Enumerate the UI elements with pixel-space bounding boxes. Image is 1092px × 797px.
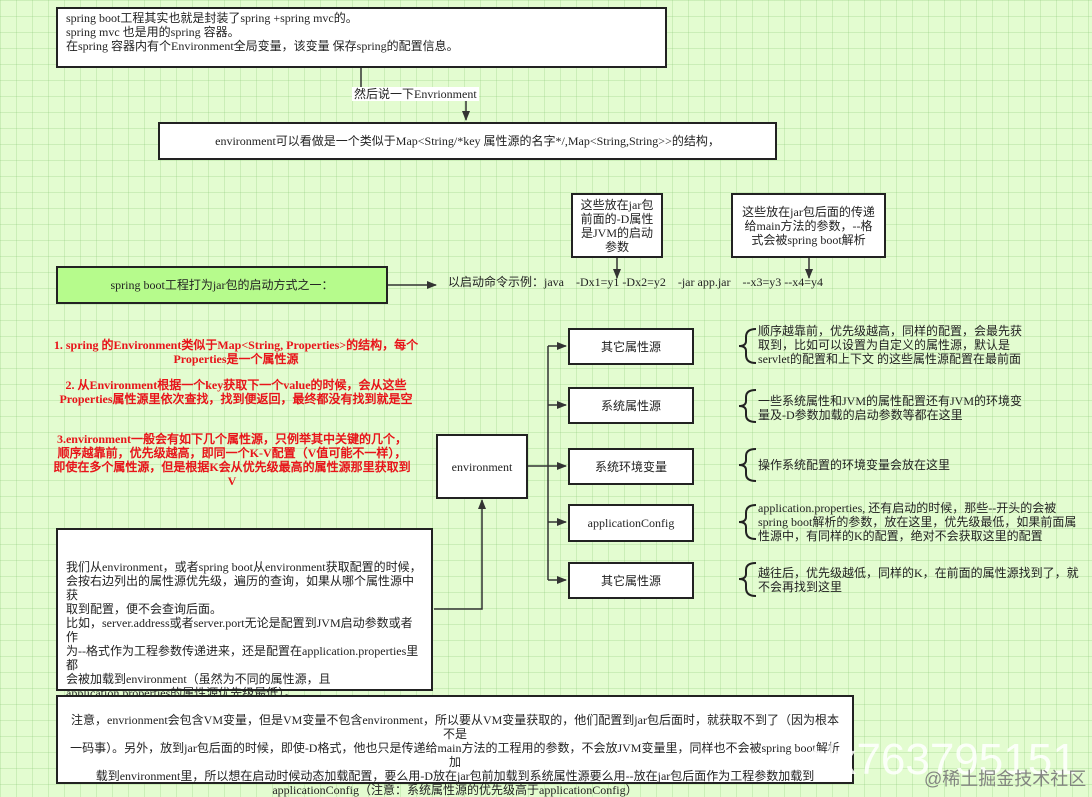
main-args-note: 这些放在jar包后面的传递 给main方法的参数，--格 式会被spring b…: [731, 193, 886, 258]
brace-2: [738, 389, 757, 423]
top-note-box: spring boot工程其实也就是封装了spring +spring mvc的…: [56, 7, 667, 68]
brace-1: [738, 328, 757, 364]
source-box-other-last: 其它属性源: [568, 562, 694, 599]
arrow-lookup-to-env: [434, 499, 486, 610]
environment-map-box: environment可以看做是一个类似于Map<String/*key 属性源…: [158, 122, 777, 160]
tree-environment-sources: [528, 346, 549, 580]
watermark-url: t/x763795151: [810, 735, 1077, 784]
source-box-application-config: applicationConfig: [568, 504, 694, 542]
command-example: 以启动命令示例：java -Dx1=y1 -Dx2=y2 -jar app.ja…: [448, 275, 824, 289]
environment-box: environment: [436, 434, 528, 499]
watermark-community: @稀土掘金技术社区: [924, 769, 1087, 789]
bottom-note-box: 注意，envrionment会包含VM变量，但是VM变量不包含environme…: [56, 695, 854, 797]
red-point-2: 2. 从Environment根据一个key获取下一个value的时候，会从这些…: [59, 378, 413, 406]
source-desc-4: application.properties, 还有启动的时候，那些--开头的会…: [758, 501, 1077, 543]
source-box-system-env: 系统环境变量: [568, 448, 694, 485]
source-desc-3: 操作系统配置的环境变量会放在这里: [758, 458, 951, 472]
then-label: 然后说一下Envrionment: [352, 87, 479, 101]
lookup-note-box: 我们从environment，或者spring boot从environment…: [56, 528, 433, 700]
red-point-1: 1. spring 的Environment类似于Map<String, Pro…: [53, 338, 419, 366]
start-mode-box: spring boot工程打为jar包的启动方式之一：: [56, 266, 388, 304]
brace-4: [738, 504, 757, 540]
source-desc-2: 一些系统属性和JVM的属性配置还有JVM的环境变 量及-D参数加载的启动参数等都…: [758, 394, 1023, 422]
d-props-note: 这些放在jar包 前面的-D属性 是JVM的启动 参数: [571, 193, 663, 258]
red-point-3: 3.environment一般会有如下几个属性源，只例举其中关键的几个， 顺序越…: [53, 432, 411, 488]
source-desc-1: 顺序越靠前，优先级越高，同样的配置，会最先获 取到，比如可以设置为自定义的属性源…: [758, 324, 1023, 366]
source-box-other-first: 其它属性源: [568, 328, 694, 365]
brace-3: [738, 448, 757, 482]
source-box-system-properties: 系统属性源: [568, 387, 694, 424]
brace-5: [738, 562, 757, 597]
source-desc-5: 越往后，优先级越低，同样的K，在前面的属性源找到了，就 不会再找到这里: [758, 566, 1079, 594]
